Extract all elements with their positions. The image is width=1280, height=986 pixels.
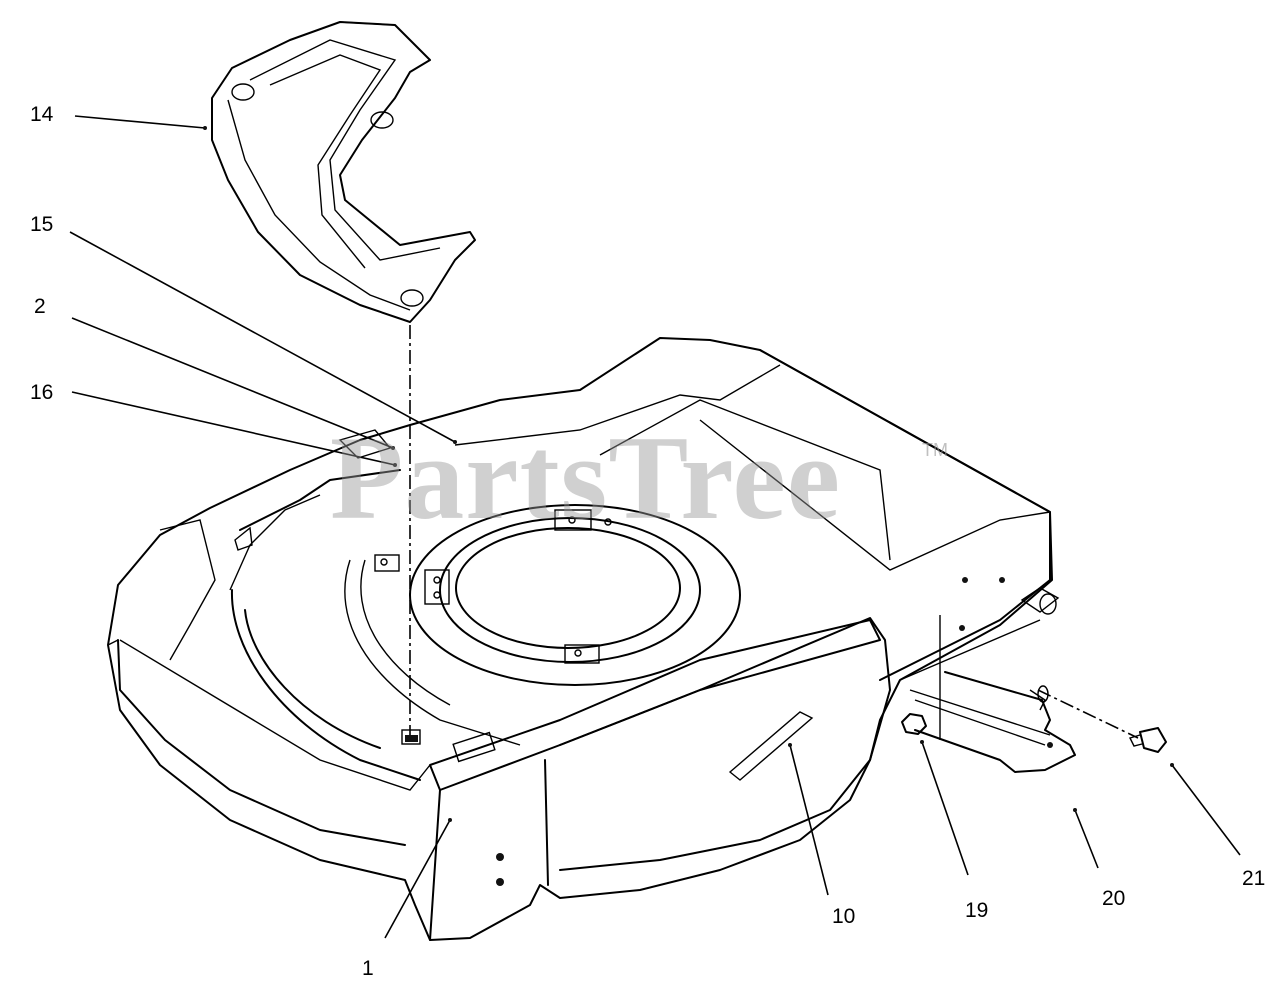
callout-14: 14 [30,103,54,126]
callout-20: 20 [1102,887,1126,910]
deck-housing [107,337,1053,941]
part-21-bolt [1129,727,1167,753]
callout-19: 19 [965,899,989,922]
part-14-baffle [211,21,476,323]
callout-2: 2 [34,295,46,318]
callout-21: 21 [1242,867,1266,890]
callout-1: 1 [362,957,374,980]
watermark-trademark: TM [922,440,948,460]
watermark-text: PartsTree [330,411,841,544]
part-20-rear-shield [909,587,1076,773]
callout-10: 10 [832,905,856,928]
callout-16: 16 [30,381,54,404]
bolt-alignment-line [1037,689,1139,739]
callout-15: 15 [30,213,54,236]
part-19-nut [901,713,927,735]
leader-lines [69,115,1241,939]
